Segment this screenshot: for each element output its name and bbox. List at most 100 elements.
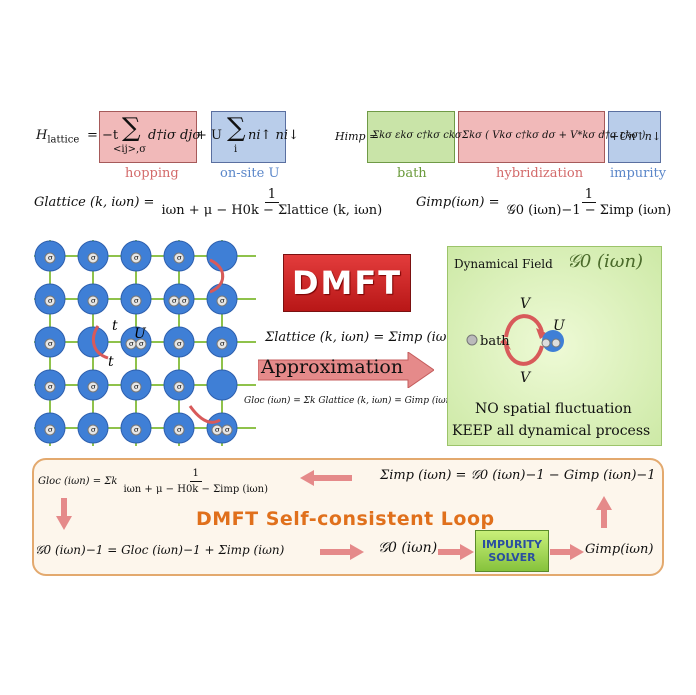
lattice-atom [206, 369, 238, 401]
electron-spin-label: σ [134, 254, 139, 262]
electron [44, 252, 56, 264]
u-label: U [553, 318, 565, 334]
dynamical-field-title: Dynamical Field [454, 257, 553, 271]
electron-spin-label: σ [220, 340, 225, 348]
impurity-box [608, 111, 661, 163]
solver-line-2: SOLVER [488, 551, 536, 564]
lattice-atom: σ [77, 283, 109, 315]
gloc-equation: Gloc (iωn) = Σk Glattice (k, iωn) = Gimp… [244, 396, 455, 406]
electron [87, 252, 99, 264]
arrow-right-2 [438, 544, 474, 560]
onsite-sum-under: i [234, 144, 238, 155]
loop-g0-inverse-equation: 𝒢0 (iωn)−1 = Gloc (iωn)−1 + Σimp (iωn) [35, 543, 285, 557]
electron [87, 424, 99, 436]
impurity-solver-box: IMPURITY SOLVER [475, 530, 549, 572]
hop-sum-symbol: ∑ [122, 113, 141, 143]
electron-spin-label: σ [48, 426, 53, 434]
arrow-left-top [300, 470, 352, 486]
lattice-atom: σ [34, 326, 66, 358]
electron [221, 424, 233, 436]
arrow-up-right [596, 496, 612, 528]
sigma-lattice-equation: Σlattice (k, iωn) = Σimp (iωn) [265, 330, 460, 345]
electron [173, 424, 185, 436]
plus-u: + U [196, 128, 222, 143]
v-top-label: V [520, 296, 531, 312]
lattice-atom: σ [120, 369, 152, 401]
label-impurity: impurity [610, 166, 667, 181]
electron [216, 338, 228, 350]
lattice-atom: σ [77, 240, 109, 272]
label-onsite: on-site U [220, 166, 280, 181]
lattice-atom: σ [34, 412, 66, 444]
electron-spin-label: σ [225, 426, 230, 434]
electron-spin-label: σ [48, 383, 53, 391]
electron [44, 424, 56, 436]
arrow-right-3 [550, 544, 584, 560]
electron [173, 381, 185, 393]
electron [87, 381, 99, 393]
bath-label: bath [480, 334, 510, 349]
bath-term: Σkσ εkσ c†kσ ckσ [372, 130, 462, 141]
hopping-arrow [188, 405, 221, 424]
lattice-atom: σ [163, 369, 195, 401]
electron-spin-label: σ [177, 340, 182, 348]
self-consistent-loop-panel [32, 458, 664, 576]
electron-spin-label: σ [139, 340, 144, 348]
electron-spin-label: σ [91, 254, 96, 262]
electron-spin-label: σ [215, 426, 220, 434]
electron-spin-label: σ [91, 297, 96, 305]
label-hybridization: hybridization [496, 166, 584, 181]
label-hopping: hopping [125, 166, 179, 181]
lattice-atom: σ [34, 369, 66, 401]
approximation-label: Approximation [261, 356, 404, 378]
lattice-parameter-label: U [134, 326, 147, 342]
electron-spin-label: σ [91, 383, 96, 391]
electron [87, 295, 99, 307]
lattice-atom: σ [34, 240, 66, 272]
lattice-atom: σ [120, 283, 152, 315]
electron-spin-label: σ [134, 383, 139, 391]
electron-spin-label: σ [134, 426, 139, 434]
lattice-atom: σ [77, 369, 109, 401]
electron-spin-label: σ [220, 297, 225, 305]
lattice-atom: σ [163, 240, 195, 272]
label-bath: bath [397, 166, 427, 181]
electron [216, 295, 228, 307]
bath-box [367, 111, 455, 163]
onsite-term: ni↑ ni↓ [248, 128, 299, 143]
electron-spin-label: σ [129, 340, 134, 348]
electron-spin-label: σ [177, 383, 182, 391]
electron [130, 381, 142, 393]
hopping-arrow [209, 258, 225, 294]
arrow-right-1 [320, 544, 364, 560]
electron [130, 424, 142, 436]
electron [44, 295, 56, 307]
electron-spin-label: σ [177, 254, 182, 262]
lattice-atom: σ [120, 240, 152, 272]
h-imp-lhs: Himp = [335, 130, 379, 143]
electron [130, 252, 142, 264]
lattice-atom: σ [206, 283, 238, 315]
lattice-atom: σ [206, 326, 238, 358]
onsite-box [211, 111, 286, 163]
impurity-bath-diagram [466, 314, 564, 366]
hop-sum-under: <ij>,σ [113, 144, 147, 155]
onsite-sum-symbol: ∑ [227, 113, 246, 143]
impurity-term: +Un↑n↓ [610, 130, 662, 143]
hybridization-term: Σkσ ( Vkσ c†kσ dσ + V*kσ d†σ ckσ ) [462, 130, 646, 141]
dynamical-field-symbol: 𝒢0 (iωn) [567, 251, 644, 272]
h-lattice-lhs: Hlattice [36, 128, 80, 146]
loop-g0-label: 𝒢0 (iωn) [378, 540, 438, 556]
h-lattice-eq-sign: = −t [87, 128, 119, 143]
lattice-atom: σ [163, 326, 195, 358]
lattice-atom: σ [163, 412, 195, 444]
electron [44, 338, 56, 350]
electron [44, 381, 56, 393]
lattice-parameter-label: t [108, 354, 114, 370]
keep-dynamical-process: KEEP all dynamical process [452, 423, 651, 439]
loop-gimp-label: Gimp(iωn) [585, 542, 654, 557]
